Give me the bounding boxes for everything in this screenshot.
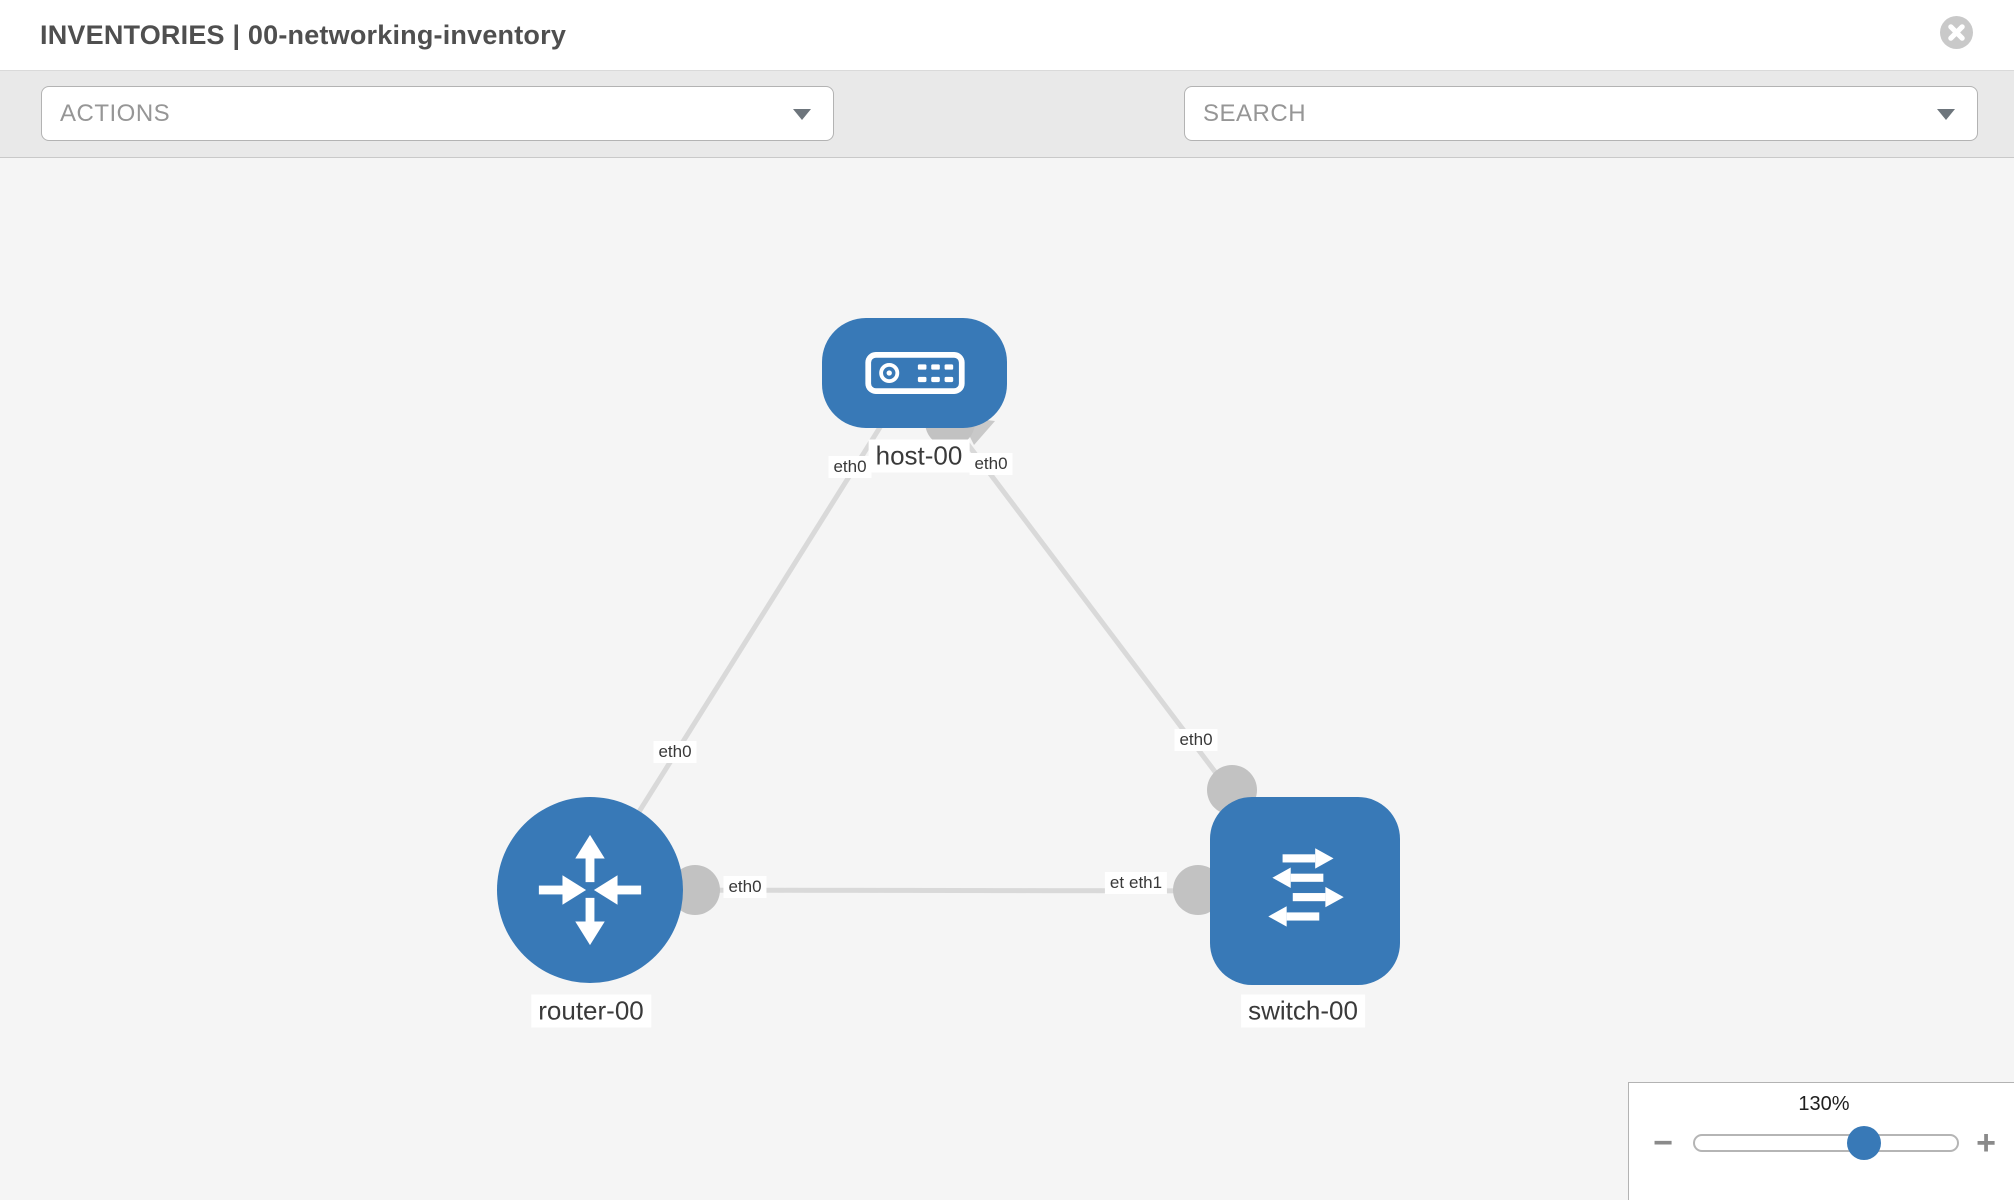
zoom-slider-track[interactable] <box>1693 1134 1959 1152</box>
interface-label: eth0 <box>723 876 767 898</box>
interface-label: eth0 <box>828 456 872 478</box>
links-layer <box>587 371 1307 915</box>
switch-icon <box>1268 848 1344 927</box>
chevron-down-icon <box>1937 108 1955 120</box>
interface-label: eth1 <box>1124 872 1168 894</box>
host-icon <box>864 352 965 394</box>
chevron-down-icon <box>793 108 811 120</box>
interface-label-group: eth0 eth1 <box>1104 872 1168 894</box>
node-label: switch-00 <box>1241 994 1365 1028</box>
zoom-out-button[interactable]: − <box>1645 1123 1681 1163</box>
topology-canvas[interactable]: host-00 router-00 switch-00 eth0 eth0 et… <box>0 158 2014 1200</box>
close-button[interactable] <box>1940 16 1973 49</box>
close-icon <box>1940 16 1973 49</box>
search-dropdown-label: SEARCH <box>1203 99 1307 127</box>
header: INVENTORIES | 00-networking-inventory <box>0 0 2014 71</box>
interface-connector[interactable] <box>670 865 720 915</box>
node-host-00[interactable] <box>822 318 1007 428</box>
node-label: host-00 <box>868 439 970 473</box>
router-icon <box>538 834 642 946</box>
zoom-panel: 130% − + <box>1628 1082 2014 1200</box>
node-router-00[interactable] <box>497 797 683 983</box>
interface-label: eth0 <box>653 741 697 763</box>
actions-dropdown[interactable]: ACTIONS <box>41 86 834 141</box>
interface-label: eth0 <box>1174 729 1218 751</box>
node-switch-00[interactable] <box>1210 797 1400 985</box>
toolbar: ACTIONS SEARCH <box>0 71 2014 199</box>
actions-dropdown-label: ACTIONS <box>60 99 171 127</box>
zoom-in-button[interactable]: + <box>1968 1123 2004 1163</box>
zoom-slider-knob[interactable] <box>1847 1126 1881 1160</box>
node-label: router-00 <box>531 994 651 1028</box>
page-title: INVENTORIES | 00-networking-inventory <box>40 19 567 50</box>
interface-label: eth0 <box>969 453 1013 475</box>
zoom-value: 130% <box>1798 1093 1850 1115</box>
search-dropdown[interactable]: SEARCH <box>1184 86 1978 141</box>
